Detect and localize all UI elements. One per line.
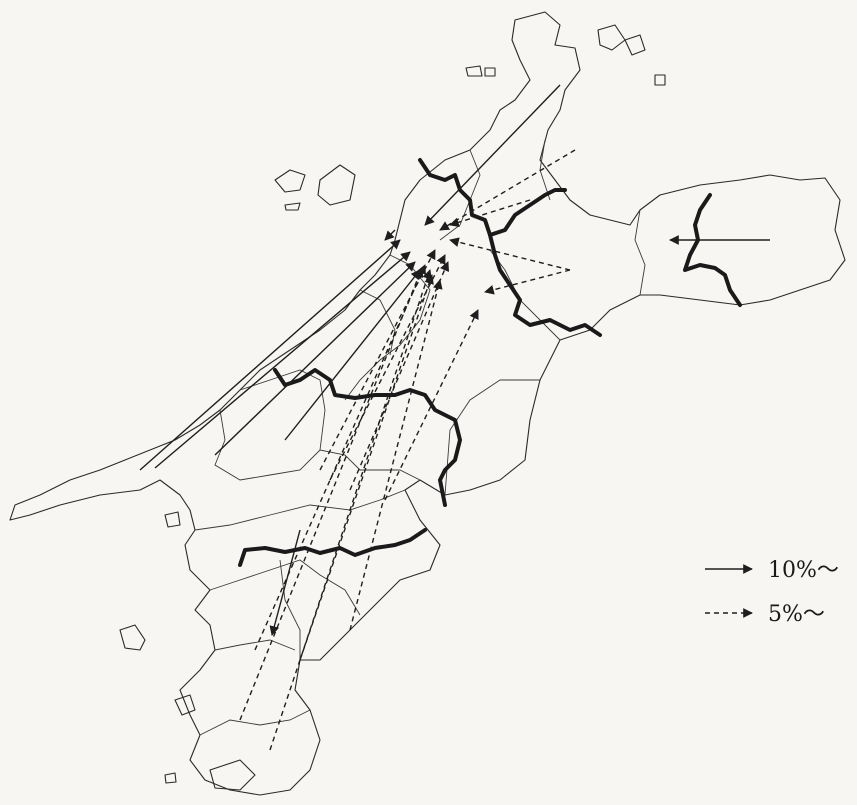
legend-solid-label: 10%～ xyxy=(768,558,839,583)
flow-arrow-dashed xyxy=(239,267,424,721)
flow-arrow-dashed xyxy=(269,269,432,751)
flow-arrow-solid xyxy=(154,251,411,469)
flow-arrow-solid xyxy=(424,84,561,226)
legend: 10%～ 5%～ xyxy=(705,558,839,627)
flow-arrow-solid xyxy=(384,229,396,241)
flow-arrow-dashed xyxy=(449,199,531,228)
flow-arrow-dashed xyxy=(484,269,571,295)
flow-arrows-dashed xyxy=(239,149,576,751)
flow-arrow-dashed xyxy=(439,149,576,231)
flow-arrow-dashed xyxy=(299,274,434,661)
flow-arrow-dashed xyxy=(254,264,426,651)
flow-arrow-solid xyxy=(269,529,301,636)
flow-arrow-dashed xyxy=(449,237,571,271)
flow-arrow-solid xyxy=(139,239,401,471)
flow-arrow-dashed xyxy=(319,249,436,471)
flow-arrows-solid xyxy=(139,84,770,636)
legend-dashed-label: 5%～ xyxy=(768,602,825,627)
flow-arrow-solid xyxy=(214,261,416,456)
landmass-outline xyxy=(9,11,846,796)
flow-arrow-dashed xyxy=(349,279,443,631)
islands xyxy=(119,24,666,791)
thick-boundaries xyxy=(238,158,742,567)
region-boundaries xyxy=(194,139,646,736)
flow-arrow-solid xyxy=(284,269,421,441)
